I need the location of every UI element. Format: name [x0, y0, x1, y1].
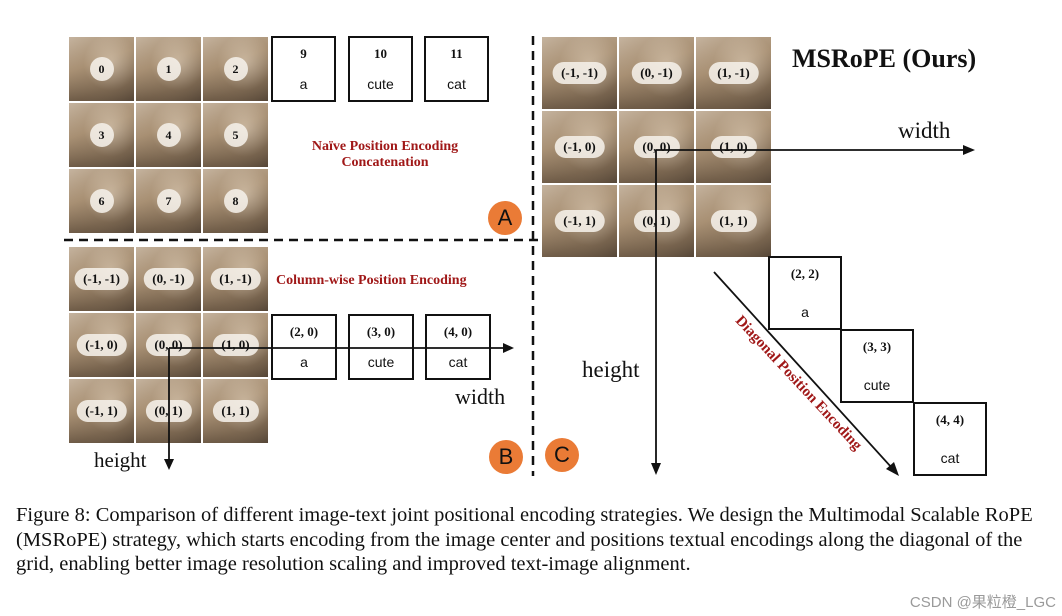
image-patch: (1, 1) — [202, 378, 269, 444]
patch-position-label: (-1, 0) — [76, 334, 127, 356]
patch-position-label: 2 — [223, 57, 248, 81]
panel-b-height-label: height — [94, 448, 147, 472]
image-patch: 7 — [135, 168, 202, 234]
token-position: (2, 2) — [790, 266, 820, 281]
token-position: (4, 0) — [443, 324, 473, 339]
patch-position-label: 1 — [156, 57, 181, 81]
patch-position-label: (-1, 1) — [554, 210, 605, 232]
image-patch: (0, 1) — [135, 378, 202, 444]
token-position: (2, 0) — [289, 324, 319, 339]
image-patch: (0, 1) — [618, 184, 695, 258]
token-position: (3, 0) — [366, 324, 396, 339]
image-patch: (1, -1) — [695, 36, 772, 110]
image-patch: (0, 0) — [618, 110, 695, 184]
image-patch: 3 — [68, 102, 135, 168]
text-token-box: (3, 0) cute — [348, 314, 414, 380]
patch-position-label: 7 — [156, 189, 181, 213]
panel-a-badge: A — [488, 201, 522, 235]
text-token-box: (3, 3) cute — [840, 329, 914, 403]
patch-position-label: (1, 0) — [212, 334, 259, 356]
token-word: cat — [447, 76, 466, 92]
watermark: CSDN @果粒橙_LGC — [909, 594, 1056, 611]
image-patch: 6 — [68, 168, 135, 234]
image-patch: 8 — [202, 168, 269, 234]
panel-c-badge: C — [545, 438, 579, 472]
token-position: (4, 4) — [935, 412, 965, 427]
image-patch: (-1, 0) — [541, 110, 618, 184]
token-word: cute — [367, 76, 394, 92]
patch-position-label: 0 — [89, 57, 114, 81]
panel-b-width-label: width — [455, 384, 506, 409]
patch-position-label: 8 — [223, 189, 248, 213]
patch-position-label: (1, 1) — [212, 400, 259, 422]
panel-a-label: Naïve Position Encoding Concatenation — [290, 139, 480, 171]
image-patch: (-1, -1) — [541, 36, 618, 110]
text-token-box: 10 cute — [348, 36, 413, 102]
patch-position-label: (1, -1) — [210, 268, 261, 290]
figure-caption: Figure 8: Comparison of different image-… — [16, 504, 1033, 575]
patch-position-label: (0, 0) — [633, 136, 680, 158]
token-position: 11 — [450, 46, 463, 61]
patch-position-label: 4 — [156, 123, 181, 147]
patch-position-label: (-1, -1) — [74, 268, 129, 290]
panel-b-badge: B — [489, 440, 523, 474]
panel-c-height-label: height — [582, 357, 640, 382]
patch-position-label: 5 — [223, 123, 248, 147]
image-patch: 0 — [68, 36, 135, 102]
image-patch: (-1, 1) — [68, 378, 135, 444]
patch-position-label: (0, -1) — [631, 62, 682, 84]
text-token-box: (4, 4) cat — [913, 402, 987, 476]
text-token-box: (2, 0) a — [271, 314, 337, 380]
panel-c-title: MSRoPE (Ours) — [792, 44, 977, 73]
patch-position-label: (-1, 0) — [554, 136, 605, 158]
text-token-box: (4, 0) cat — [425, 314, 491, 380]
token-word: cute — [367, 354, 395, 370]
patch-position-label: (0, -1) — [143, 268, 194, 290]
patch-position-label: 3 — [89, 123, 114, 147]
patch-position-label: (0, 1) — [633, 210, 680, 232]
patch-position-label: (0, 1) — [145, 400, 192, 422]
patch-position-label: (1, 0) — [710, 136, 757, 158]
image-patch: (0, -1) — [135, 246, 202, 312]
image-patch: 4 — [135, 102, 202, 168]
image-patch: (-1, 1) — [541, 184, 618, 258]
token-word: a — [299, 76, 308, 92]
panel-a-label-line1: Naïve Position Encoding — [311, 139, 459, 154]
image-patch: (-1, 0) — [68, 312, 135, 378]
token-word: cute — [863, 377, 891, 393]
panel-a-label-line2: Concatenation — [341, 155, 429, 170]
token-position: 10 — [374, 46, 387, 61]
text-token-box: 11 cat — [424, 36, 489, 102]
image-patch: (1, 0) — [202, 312, 269, 378]
token-word: a — [801, 304, 809, 320]
image-patch: 2 — [202, 36, 269, 102]
patch-position-label: 6 — [89, 189, 114, 213]
panel-b-label: Column-wise Position Encoding — [276, 273, 467, 288]
patch-position-label: (-1, 1) — [76, 400, 127, 422]
panel-c-width-label: width — [898, 118, 951, 143]
image-patch: (-1, -1) — [68, 246, 135, 312]
token-word: cat — [448, 354, 468, 370]
image-patch: (0, -1) — [618, 36, 695, 110]
patch-position-label: (0, 0) — [145, 334, 192, 356]
patch-position-label: (-1, -1) — [552, 62, 607, 84]
token-position: (3, 3) — [862, 339, 892, 354]
image-patch: 1 — [135, 36, 202, 102]
image-patch: (1, 0) — [695, 110, 772, 184]
token-word: cat — [940, 450, 960, 466]
patch-position-label: (1, 1) — [710, 210, 757, 232]
patch-position-label: (1, -1) — [708, 62, 759, 84]
image-patch: (1, -1) — [202, 246, 269, 312]
image-patch: (0, 0) — [135, 312, 202, 378]
token-position: 9 — [300, 46, 307, 61]
image-patch: 5 — [202, 102, 269, 168]
image-patch: (1, 1) — [695, 184, 772, 258]
token-word: a — [300, 354, 308, 370]
text-token-box: (2, 2) a — [768, 256, 842, 330]
